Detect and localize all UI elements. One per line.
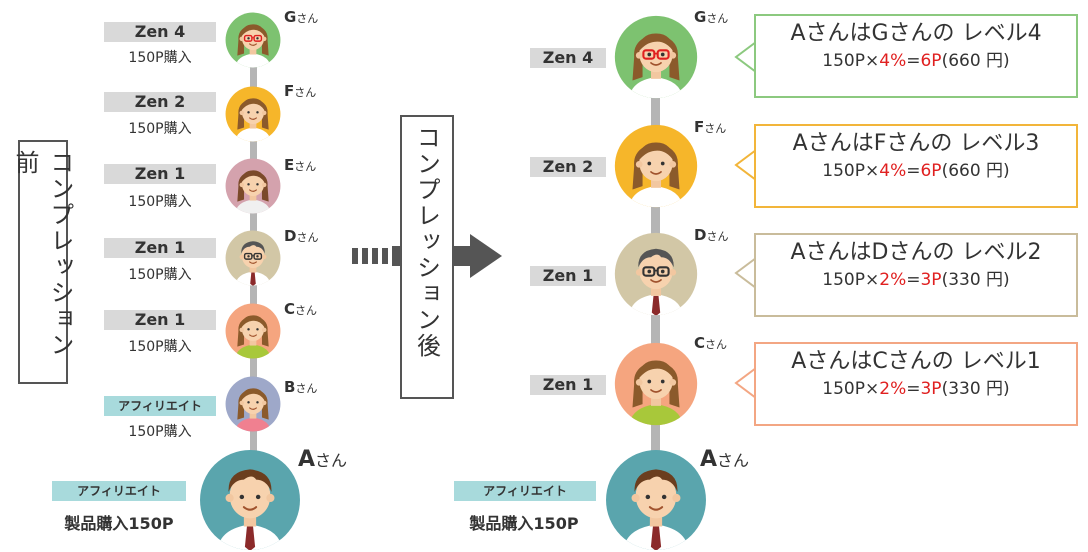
avatar-g-after-icon bbox=[614, 15, 698, 99]
name-label-f: Fさん bbox=[284, 82, 317, 100]
after-compression-label: コンプレッション後 bbox=[412, 125, 441, 359]
rank-tag-f: Zen 2 bbox=[104, 92, 216, 112]
bubble-pointer-g bbox=[734, 40, 756, 74]
bubble-pointer-d bbox=[734, 256, 756, 290]
after-compression-label-box: コンプレッション後 bbox=[400, 115, 454, 399]
rank-tag-d-after: Zen 1 bbox=[530, 266, 606, 286]
name-label-g-after: Gさん bbox=[694, 8, 729, 26]
rank-tag-g: Zen 4 bbox=[104, 22, 216, 42]
rank-tag-e: Zen 1 bbox=[104, 164, 216, 184]
before-compression-label-box: コンプレッション前 bbox=[11, 140, 74, 384]
avatar-a-before-icon bbox=[200, 450, 300, 550]
avatar-f-after-icon bbox=[614, 124, 698, 208]
name-label-c-after: Cさん bbox=[694, 334, 728, 352]
avatar-c-icon bbox=[225, 303, 281, 359]
name-label-d-after: Dさん bbox=[694, 226, 729, 244]
purchase-label-a-after: 製品購入150P bbox=[469, 514, 579, 533]
avatar-f-icon bbox=[225, 86, 281, 142]
rank-tag-c: Zen 1 bbox=[104, 310, 216, 330]
level-bubble-c: AさんはCさんの レベル1 150P×2%=3P(330 円) bbox=[754, 342, 1078, 426]
bubble-pointer-f bbox=[734, 148, 756, 182]
name-label-a-before: Aさん bbox=[298, 447, 348, 472]
purchase-label-c: 150P購入 bbox=[128, 339, 192, 355]
purchase-label-d: 150P購入 bbox=[128, 267, 192, 283]
avatar-c-after-icon bbox=[614, 342, 698, 426]
avatar-d-after-icon bbox=[614, 232, 698, 316]
rank-tag-d: Zen 1 bbox=[104, 238, 216, 258]
avatar-a-after-icon bbox=[606, 450, 706, 550]
name-label-e: Eさん bbox=[284, 156, 317, 174]
purchase-label-a-before: 製品購入150P bbox=[64, 514, 174, 533]
level-bubble-g: AさんはGさんの レベル4 150P×4%=6P(660 円) bbox=[754, 14, 1078, 98]
avatar-g-icon bbox=[225, 12, 281, 68]
purchase-label-e: 150P購入 bbox=[128, 194, 192, 210]
before-compression-label: コンプレッション前 bbox=[11, 150, 74, 358]
name-label-c: Cさん bbox=[284, 300, 318, 318]
name-label-g: Gさん bbox=[284, 8, 319, 26]
purchase-label-b: 150P購入 bbox=[128, 424, 192, 440]
rank-tag-c-after: Zen 1 bbox=[530, 375, 606, 395]
name-label-d: Dさん bbox=[284, 227, 319, 245]
avatar-d-icon bbox=[225, 230, 281, 286]
bubble-pointer-c bbox=[734, 366, 756, 400]
level-bubble-d: AさんはDさんの レベル2 150P×2%=3P(330 円) bbox=[754, 233, 1078, 317]
avatar-e-icon bbox=[225, 158, 281, 214]
rank-tag-g-after: Zen 4 bbox=[530, 48, 606, 68]
name-label-f-after: Fさん bbox=[694, 118, 727, 136]
avatar-b-icon bbox=[225, 376, 281, 432]
name-label-a-after: Aさん bbox=[700, 447, 750, 472]
rank-tag-a-after: アフィリエイト bbox=[454, 481, 596, 501]
purchase-label-f: 150P購入 bbox=[128, 121, 192, 137]
rank-tag-a-before: アフィリエイト bbox=[52, 481, 186, 501]
purchase-label-g: 150P購入 bbox=[128, 50, 192, 66]
level-bubble-f: AさんはFさんの レベル3 150P×4%=6P(660 円) bbox=[754, 124, 1078, 208]
rank-tag-f-after: Zen 2 bbox=[530, 157, 606, 177]
rank-tag-b: アフィリエイト bbox=[104, 396, 216, 416]
name-label-b: Bさん bbox=[284, 378, 318, 396]
